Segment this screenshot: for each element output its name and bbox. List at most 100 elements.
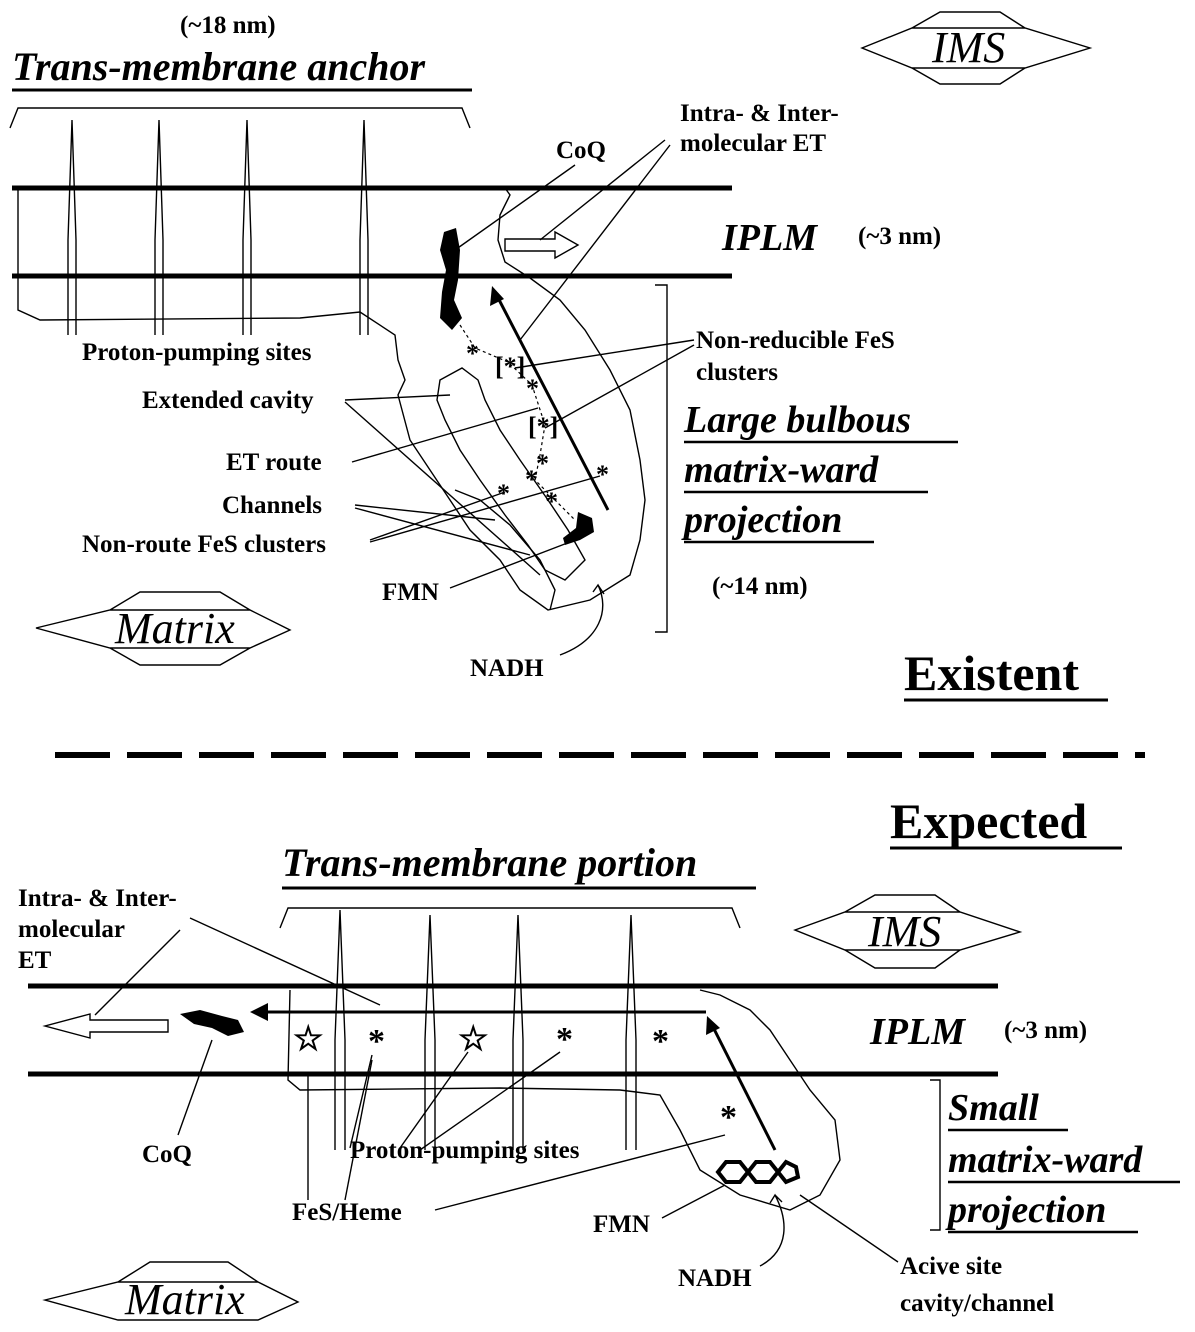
active-site-line1: Acive site — [900, 1253, 1002, 1280]
small-projection-line1: Small — [948, 1087, 1039, 1129]
pump-pointer-1 — [349, 1054, 373, 1149]
pump-pointer-2 — [399, 1051, 469, 1149]
large-projection-line1: Large bulbous — [683, 399, 911, 441]
fes-cluster-5: * — [545, 487, 558, 516]
intra-inter-bottom-line1: Intra- & Inter- — [18, 885, 177, 912]
nonreducible-label-line1: Non-reducible FeS — [696, 327, 895, 354]
heme-star-2: ☆ — [458, 1021, 488, 1058]
et-arrowhead-bottom — [250, 1003, 268, 1021]
small-projection-line2: matrix-ward — [948, 1139, 1143, 1181]
nonroute-fes-label: Non-route FeS clusters — [82, 531, 326, 558]
expected-panel: Expected Trans-membrane portion Intra- &… — [18, 793, 1180, 1324]
pump-spike-b3 — [512, 914, 524, 1150]
ims-label-top: IMS — [931, 23, 1005, 72]
matrix-badge-top: Matrix — [35, 591, 292, 666]
fes-asterisk-3: * — [652, 1023, 669, 1060]
intra-inter-pointer-1 — [539, 139, 666, 241]
intra-inter-label-line2: molecular ET — [680, 130, 826, 157]
fmn-pointer-top — [449, 541, 571, 589]
matrix-label-top: Matrix — [114, 604, 235, 653]
fmn-label-top: FMN — [382, 579, 439, 606]
pump-spike-b1 — [334, 909, 346, 1150]
fmn-ring-2 — [745, 1160, 781, 1184]
coq-label-bottom: CoQ — [142, 1141, 192, 1168]
fmn-label-bottom: FMN — [593, 1211, 650, 1238]
et-arrow-top — [493, 291, 610, 511]
existent-panel: (~18 nm) Trans-membrane anchor IMS — [9, 11, 1108, 702]
fes-cluster-4: * — [525, 465, 538, 494]
channels-label: Channels — [222, 492, 322, 519]
intra-inter-pointer-2 — [519, 144, 671, 341]
coq-pointer-top — [454, 164, 576, 251]
protein-outline-top — [17, 187, 646, 611]
heme-star-1: ☆ — [293, 1021, 323, 1058]
fes-asterisk-4: * — [720, 1099, 737, 1136]
proton-pumping-label-bottom: Proton-pumping sites — [350, 1137, 580, 1164]
fmn-pointer-bottom — [661, 1184, 726, 1219]
extended-cavity-label: Extended cavity — [142, 387, 314, 414]
fes-heme-pointer-3 — [434, 1134, 726, 1211]
intra-inter-pointer-bottom-2 — [94, 929, 181, 1016]
extended-cavity-pointer-2 — [344, 401, 541, 576]
intra-inter-bottom-line3: ET — [18, 947, 52, 974]
tm-anchor-bracket — [9, 107, 471, 129]
inter-et-hollow-arrow-top — [504, 230, 580, 260]
projection-size-bracket — [655, 284, 668, 633]
fes-heme-label: FeS/Heme — [292, 1199, 402, 1226]
large-projection-line3: projection — [681, 499, 842, 541]
et-route-path — [459, 324, 576, 521]
matrix-badge-shape-bottom — [42, 1261, 300, 1321]
fes-asterisk-1: * — [368, 1023, 385, 1060]
et-route-pointer — [351, 407, 539, 463]
fmn-rings — [715, 1159, 801, 1185]
fes-cluster-nonreducible-2: [*] — [528, 412, 558, 441]
ims-label-bottom: IMS — [867, 907, 941, 956]
pump-spike-4 — [359, 119, 369, 335]
nonreducible-label-line2: clusters — [696, 359, 778, 386]
fes-cluster-1: * — [466, 339, 479, 368]
pump-spike-b2 — [424, 914, 436, 1150]
iplm-label-top: IPLM — [721, 217, 818, 259]
extended-cavity-outline — [436, 367, 586, 581]
ims-badge-shape-bottom — [793, 894, 1023, 969]
ims-badge-bottom: IMS — [793, 894, 1023, 969]
pump-spike-b4 — [625, 914, 637, 1150]
matrix-badge-bottom: Matrix — [42, 1261, 300, 1324]
fmn-blob-top — [563, 512, 594, 545]
ims-badge-shape — [860, 11, 1093, 85]
channels-pointer-1 — [354, 504, 496, 521]
fes-cluster-3: * — [536, 449, 549, 478]
ims-badge-top: IMS — [860, 11, 1093, 85]
nonroute-pointer-1 — [369, 491, 506, 541]
channel-outline — [454, 489, 556, 611]
tm-size-label: (~18 nm) — [180, 12, 276, 39]
small-projection-line3: projection — [945, 1189, 1106, 1231]
proton-pumping-label-top: Proton-pumping sites — [82, 339, 312, 366]
pump-spike-2 — [154, 119, 164, 335]
iplm-label-bottom: IPLM — [869, 1011, 966, 1053]
fes-cluster-nonroute-2: * — [497, 479, 510, 508]
expected-title: Expected — [890, 793, 1087, 849]
et-diagonal-arrow-bottom — [710, 1024, 777, 1151]
nonreducible-pointer-2 — [544, 344, 695, 429]
coq-pointer-bottom — [177, 1039, 213, 1136]
existent-title: Existent — [904, 645, 1079, 701]
intra-inter-bottom-line2: molecular — [18, 916, 125, 943]
pump-spike-1 — [67, 119, 77, 335]
proton-pump-spikes-top — [67, 119, 369, 335]
extended-cavity-pointer-1 — [344, 394, 451, 401]
proton-pump-spikes-bottom — [334, 909, 637, 1150]
iplm-size-top: (~3 nm) — [858, 223, 941, 250]
et-route-label: ET route — [226, 449, 322, 476]
active-site-pointer — [799, 1194, 899, 1263]
protein-outline-bottom — [287, 989, 841, 1211]
coq-blob-bottom — [180, 1010, 244, 1036]
active-site-line2: cavity/channel — [900, 1290, 1054, 1317]
nadh-pointer-top — [559, 583, 605, 656]
inter-et-hollow-arrow-bottom — [42, 1013, 169, 1039]
matrix-label-bottom: Matrix — [124, 1275, 245, 1324]
tm-anchor-title: Trans-membrane anchor — [12, 44, 425, 89]
fmn-ring-3 — [775, 1159, 801, 1185]
